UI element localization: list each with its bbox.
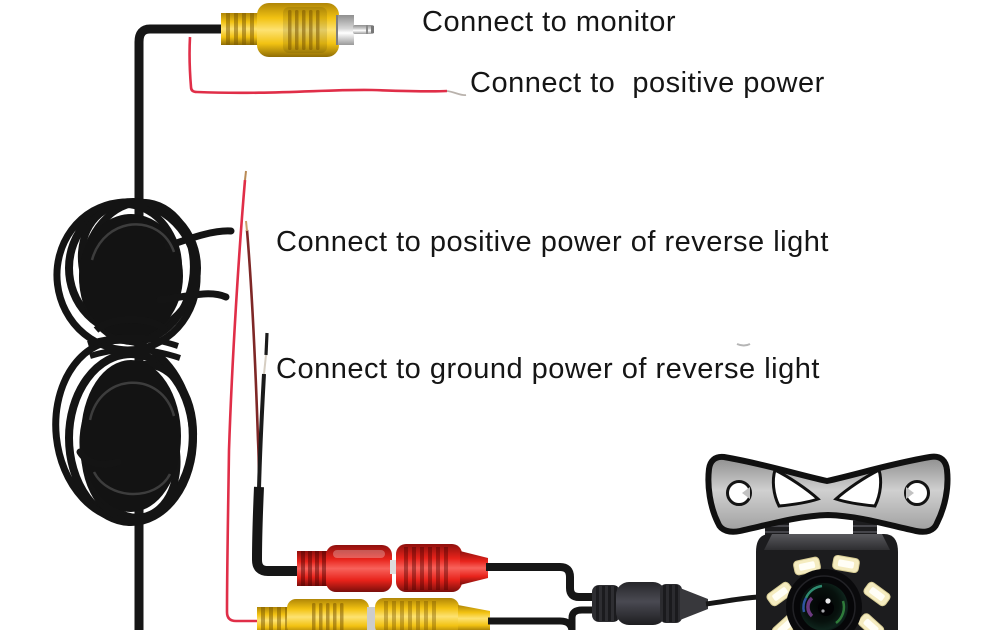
wire-tip-strand bbox=[245, 220, 248, 232]
label-connect-monitor: Connect to monitor bbox=[422, 6, 677, 38]
rib-texture bbox=[384, 601, 436, 630]
bracket-hole-right bbox=[904, 480, 930, 506]
bracket-cutout-right bbox=[833, 467, 883, 508]
rib-texture bbox=[596, 586, 617, 621]
rca-connector-yellow-pair-bottom bbox=[257, 598, 490, 630]
stray-mark bbox=[736, 343, 751, 347]
wire-sleeve bbox=[251, 486, 298, 576]
rib-texture bbox=[404, 547, 448, 590]
wire-tip-strand bbox=[244, 170, 247, 181]
grip-texture bbox=[288, 10, 320, 50]
wire-tip-strand bbox=[446, 90, 467, 97]
rca-connector-yellow-monitor bbox=[221, 3, 374, 57]
camera-video-cable bbox=[486, 563, 594, 601]
rca-connector-red-pair bbox=[297, 544, 488, 592]
bracket-cutout-left bbox=[771, 467, 821, 508]
grip-texture bbox=[312, 603, 344, 630]
backup-camera bbox=[705, 453, 951, 630]
main-cable bbox=[134, 24, 232, 630]
rib-texture bbox=[301, 551, 326, 586]
label-connect-reverse-positive: Connect to positive power of reverse lig… bbox=[276, 226, 829, 258]
camera-lens bbox=[786, 569, 862, 630]
reverse-positive-branch-wire bbox=[245, 229, 261, 490]
camera-power-cable bbox=[568, 606, 594, 630]
bracket-hole-left bbox=[726, 480, 752, 506]
camera-power-cable bbox=[488, 617, 576, 630]
label-connect-reverse-ground: Connect to ground power of reverse light bbox=[276, 353, 820, 385]
label-connect-positive-power: Connect to positive power bbox=[470, 67, 825, 99]
reverse-positive-wire bbox=[225, 179, 258, 623]
camera-cable-connector bbox=[592, 582, 759, 625]
coiled-cable bbox=[52, 198, 235, 526]
positive-power-wire bbox=[188, 36, 448, 95]
camera-top-face bbox=[764, 534, 890, 550]
rib-texture bbox=[226, 13, 254, 45]
reverse-ground-wire bbox=[257, 332, 269, 490]
mounting-bracket bbox=[705, 453, 951, 535]
rib-texture bbox=[663, 585, 678, 622]
